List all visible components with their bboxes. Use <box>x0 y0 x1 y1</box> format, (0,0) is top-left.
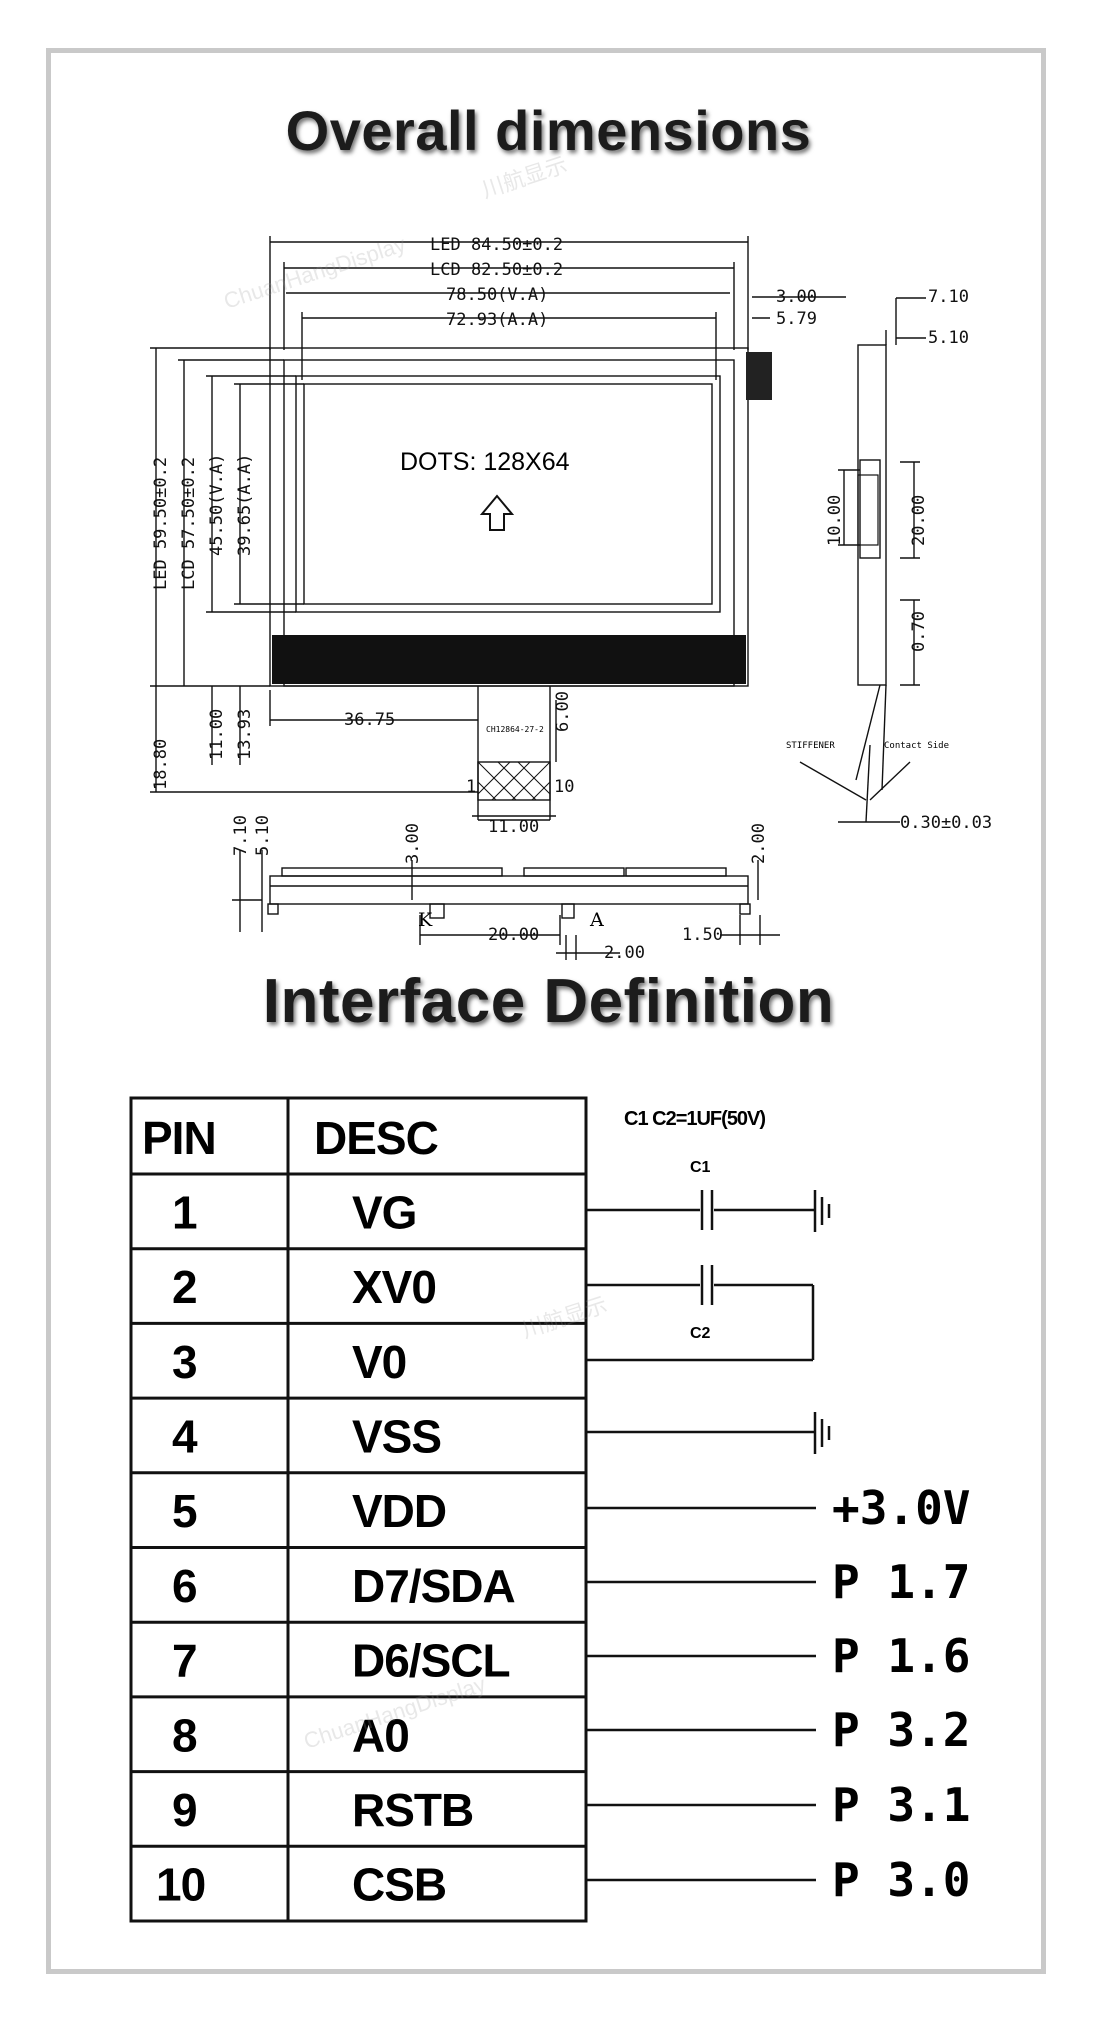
bottom-dim-3-00: 3.00 <box>403 823 423 864</box>
dim-10-00: 10.00 <box>825 495 845 546</box>
mechanical-drawing: LED 84.50±0.2 LCD 82.50±0.2 78.50(V.A) 7… <box>150 235 992 963</box>
port-p16: P 1.6 <box>832 1629 970 1683</box>
pin-number: 3 <box>172 1336 197 1388</box>
aa-height-dim: 39.65(A.A) <box>235 454 255 556</box>
aa-width-dim: 72.93(A.A) <box>446 310 548 330</box>
dim-20-00: 20.00 <box>909 495 929 546</box>
c2-label: C2 <box>690 1325 711 1342</box>
dim-3-00: 3.00 <box>776 287 817 307</box>
pin-desc: D7/SDA <box>352 1560 515 1612</box>
pin-number: 2 <box>172 1261 197 1313</box>
interface-definition-title: Interface Definition <box>262 967 835 1036</box>
header-pin: PIN <box>142 1112 216 1164</box>
backlight-strip <box>272 635 746 684</box>
header-desc: DESC <box>314 1112 438 1164</box>
pin-desc: XV0 <box>352 1261 436 1313</box>
dim-13-93: 13.93 <box>235 709 255 760</box>
orientation-arrow-icon <box>479 494 515 531</box>
contact-side-label: Contact Side <box>884 741 949 751</box>
port-p31: P 3.1 <box>832 1778 970 1832</box>
c1-label: C1 <box>690 1159 711 1176</box>
va-width-dim: 78.50(V.A) <box>446 285 548 305</box>
dim-11-00: 11.00 <box>207 709 227 760</box>
dim-5-10: 5.10 <box>928 328 969 348</box>
port-p17: P 1.7 <box>832 1555 970 1609</box>
pin-number: 5 <box>172 1485 197 1537</box>
pin-desc: D6/SCL <box>352 1635 510 1687</box>
thickness-dim: 0.30±0.03 <box>900 813 992 833</box>
cap-note: C1 C2=1UF(50V) <box>624 1108 765 1130</box>
pin-desc: CSB <box>352 1859 446 1911</box>
pin-number: 10 <box>156 1859 205 1911</box>
dim-18-80: 18.80 <box>151 739 171 790</box>
pin-number: 8 <box>172 1709 197 1761</box>
dim-7-10: 7.10 <box>928 287 969 307</box>
dim-36-75: 36.75 <box>344 710 395 730</box>
pin-desc: RSTB <box>352 1784 473 1836</box>
led-width-dim: LED 84.50±0.2 <box>430 235 563 255</box>
label-a: A <box>589 909 604 931</box>
pin-number: 6 <box>172 1560 197 1612</box>
pin-desc: VSS <box>352 1410 441 1462</box>
pin-desc: VG <box>352 1186 416 1238</box>
led-height-dim: LED 59.50±0.2 <box>151 457 171 590</box>
tab-hatch <box>746 352 772 400</box>
pin-desc: VDD <box>352 1485 446 1537</box>
pin-number: 1 <box>172 1186 197 1238</box>
fpc-width-dim: 11.00 <box>488 817 539 837</box>
vdd-voltage: +3.0V <box>832 1481 970 1535</box>
fpc-pin-10: 10 <box>554 777 574 797</box>
pin-desc: V0 <box>352 1336 406 1388</box>
va-height-dim: 45.50(V.A) <box>207 454 227 556</box>
dim-0-70: 0.70 <box>909 611 929 652</box>
bottom-dim-2-00-top: 2.00 <box>749 823 769 864</box>
pin-number: 4 <box>172 1410 198 1462</box>
label-k: K <box>418 909 433 931</box>
pin-desc: A0 <box>352 1709 409 1761</box>
bottom-dim-20-00: 20.00 <box>488 925 539 945</box>
stiffener-label: STIFFENER <box>786 741 835 751</box>
fpc-code: CH12864-27-2 <box>486 725 544 734</box>
overall-dimensions-title: Overall dimensions <box>285 99 812 162</box>
dots-label: DOTS: 128X64 <box>400 448 570 476</box>
fpc-pin-1: 1 <box>466 777 476 797</box>
lcd-height-dim: LCD 57.50±0.2 <box>179 457 199 590</box>
pin-number: 9 <box>172 1784 197 1836</box>
port-p32: P 3.2 <box>832 1703 970 1757</box>
port-p30: P 3.0 <box>832 1853 970 1907</box>
bottom-dim-7-10: 7.10 <box>231 815 251 856</box>
page-frame <box>46 48 1046 1974</box>
bottom-dim-1-50: 1.50 <box>682 925 723 945</box>
lcd-width-dim: LCD 82.50±0.2 <box>430 260 563 280</box>
pin-number: 7 <box>172 1635 197 1687</box>
dim-5-79: 5.79 <box>776 309 817 329</box>
bottom-dim-2-00: 2.00 <box>604 943 645 963</box>
dim-6-00: 6.00 <box>553 691 573 732</box>
bottom-dim-5-10: 5.10 <box>253 815 273 856</box>
